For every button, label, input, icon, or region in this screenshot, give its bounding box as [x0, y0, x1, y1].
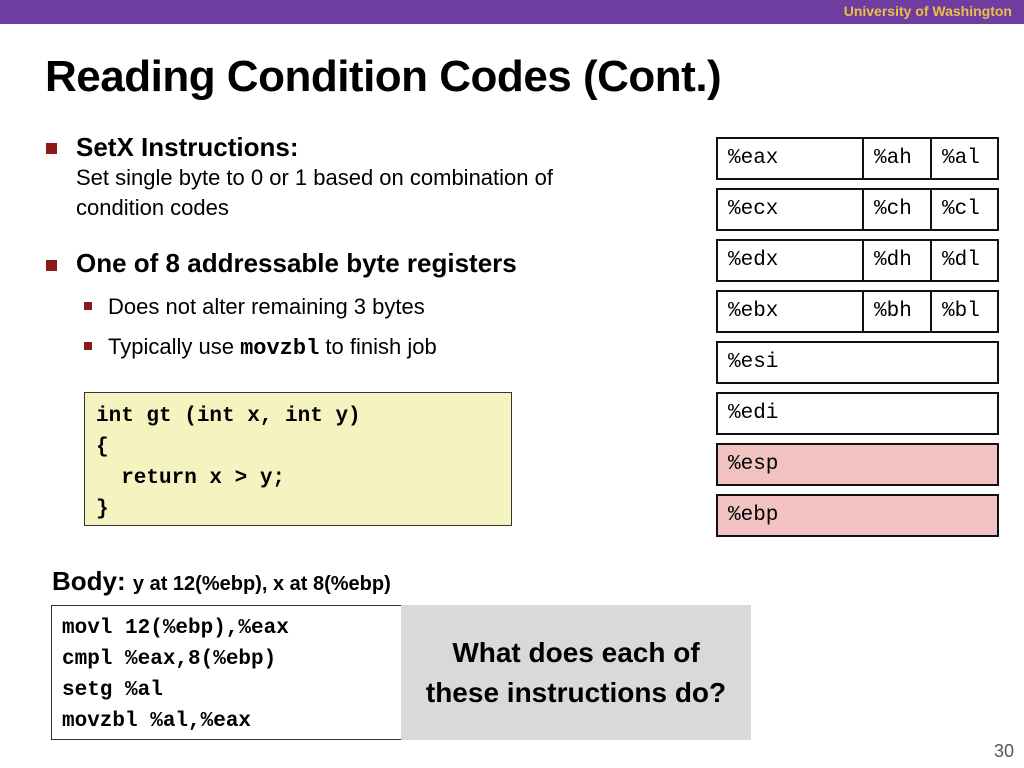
body-heading: Body: — [52, 566, 126, 596]
register-name: %edx — [718, 241, 864, 280]
page-number: 30 — [993, 741, 1014, 761]
asm-line: setg %al — [62, 679, 163, 702]
asm-line: movl 12(%ebp),%eax — [62, 617, 289, 640]
sub-bullet: Typically use movzbl to finish job — [84, 334, 437, 361]
question-callout: What does each of these instructions do? — [401, 605, 751, 740]
code-line: { — [96, 436, 109, 459]
register-ebx: %ebx %bh %bl — [716, 290, 999, 333]
top-bar: University of Washington — [0, 0, 1024, 24]
register-low-byte: %cl — [942, 198, 980, 221]
question-line: these instructions do? — [425, 676, 727, 708]
sub-bullet: Does not alter remaining 3 bytes — [84, 294, 425, 320]
register-name: %edi — [728, 402, 779, 425]
question-line: What does each of — [452, 636, 700, 668]
register-ecx: %ecx %ch %cl — [716, 188, 999, 231]
register-high-byte: %dh — [864, 241, 932, 280]
bullet-square-icon — [46, 260, 57, 271]
sub-bullet-code: movzbl — [240, 336, 320, 361]
register-edx: %edx %dh %dl — [716, 239, 999, 282]
bullet-setx: SetX Instructions: Set single byte to 0 … — [46, 132, 686, 225]
code-line: } — [96, 498, 109, 521]
sub-bullet-square-icon — [84, 302, 92, 310]
bullet-square-icon — [46, 143, 57, 154]
body-label: Body: y at 12(%ebp), x at 8(%ebp) — [52, 566, 391, 597]
register-high-byte: %ah — [864, 139, 932, 178]
register-esi: %esi — [716, 341, 999, 384]
sub-bullet-square-icon — [84, 342, 92, 350]
register-name: %esi — [728, 351, 779, 374]
asm-line: cmpl %eax,8(%ebp) — [62, 648, 277, 671]
register-low-byte: %bl — [942, 300, 980, 323]
bullet-heading: One of 8 addressable byte registers — [76, 248, 517, 278]
body-note: y at 12(%ebp), x at 8(%ebp) — [132, 573, 391, 595]
bullet-byte-registers: One of 8 addressable byte registers — [46, 248, 686, 279]
bullet-text-line: condition codes — [76, 195, 229, 220]
register-name: %ebp — [728, 504, 779, 527]
register-ebp: %ebp — [716, 494, 999, 537]
slide-title: Reading Condition Codes (Cont.) — [45, 52, 722, 101]
c-code-box: int gt (int x, int y) { return x > y;} — [84, 392, 512, 526]
sub-bullet-text-post: to finish job — [319, 334, 437, 359]
bullet-text-line: Set single byte to 0 or 1 based on combi… — [76, 165, 553, 190]
assembly-box: movl 12(%ebp),%eax cmpl %eax,8(%ebp) setg … — [51, 605, 751, 740]
register-high-byte: %bh — [864, 292, 932, 331]
university-label: University of Washington — [843, 3, 1012, 19]
register-esp: %esp — [716, 443, 999, 486]
asm-line: movzbl %al,%eax — [62, 710, 252, 733]
sub-bullet-text: Does not alter remaining 3 bytes — [108, 294, 425, 319]
register-low-byte: %dl — [942, 249, 980, 272]
register-name: %ebx — [718, 292, 864, 331]
bullet-heading: SetX Instructions: — [76, 132, 299, 162]
register-eax: %eax %ah %al — [716, 137, 999, 180]
register-name: %ecx — [718, 190, 864, 229]
register-name: %esp — [728, 453, 779, 476]
sub-bullet-text-pre: Typically use — [108, 334, 241, 359]
code-line: int gt (int x, int y) — [96, 405, 361, 428]
code-line: return x > y; — [96, 467, 286, 490]
register-low-byte: %al — [942, 147, 980, 170]
register-edi: %edi — [716, 392, 999, 435]
register-name: %eax — [718, 139, 864, 178]
assembly-code: movl 12(%ebp),%eax cmpl %eax,8(%ebp) setg … — [62, 613, 289, 737]
register-high-byte: %ch — [864, 190, 932, 229]
